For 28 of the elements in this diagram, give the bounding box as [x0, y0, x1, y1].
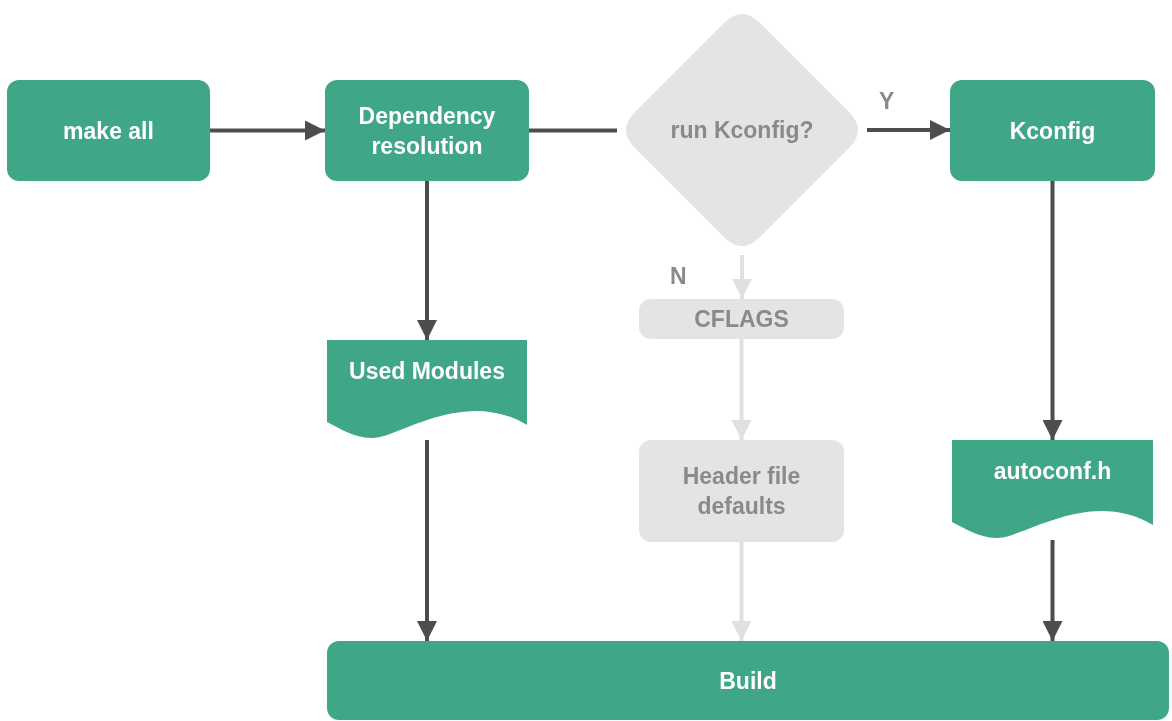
node-label: Kconfig	[1008, 116, 1097, 146]
edge-label: Y	[879, 88, 895, 115]
node-label: autoconf.h	[992, 457, 1113, 486]
node-label: Header file defaults	[681, 462, 802, 521]
arrow	[1042, 181, 1063, 440]
arrow	[731, 542, 752, 641]
process-box	[639, 440, 844, 542]
node-label: CFLAGS	[693, 305, 790, 334]
edge-label: N	[670, 263, 687, 290]
node-label: Build	[718, 666, 778, 696]
node-label: Dependency resolution	[357, 101, 497, 161]
node-label: make all	[62, 116, 155, 146]
process-box	[950, 80, 1155, 181]
arrow	[210, 120, 325, 141]
process-box	[639, 299, 844, 339]
arrow	[732, 255, 752, 299]
arrow	[1042, 540, 1063, 641]
arrow	[731, 339, 752, 440]
arrow	[417, 181, 437, 340]
arrow	[867, 120, 950, 140]
process-box	[7, 80, 210, 181]
node-label: Used Modules	[348, 357, 506, 386]
node-label: run Kconfig?	[669, 116, 815, 145]
document-shape	[327, 340, 527, 440]
arrow	[417, 440, 437, 641]
document-shape	[952, 440, 1153, 540]
process-box	[325, 80, 529, 181]
process-box	[327, 641, 1169, 720]
